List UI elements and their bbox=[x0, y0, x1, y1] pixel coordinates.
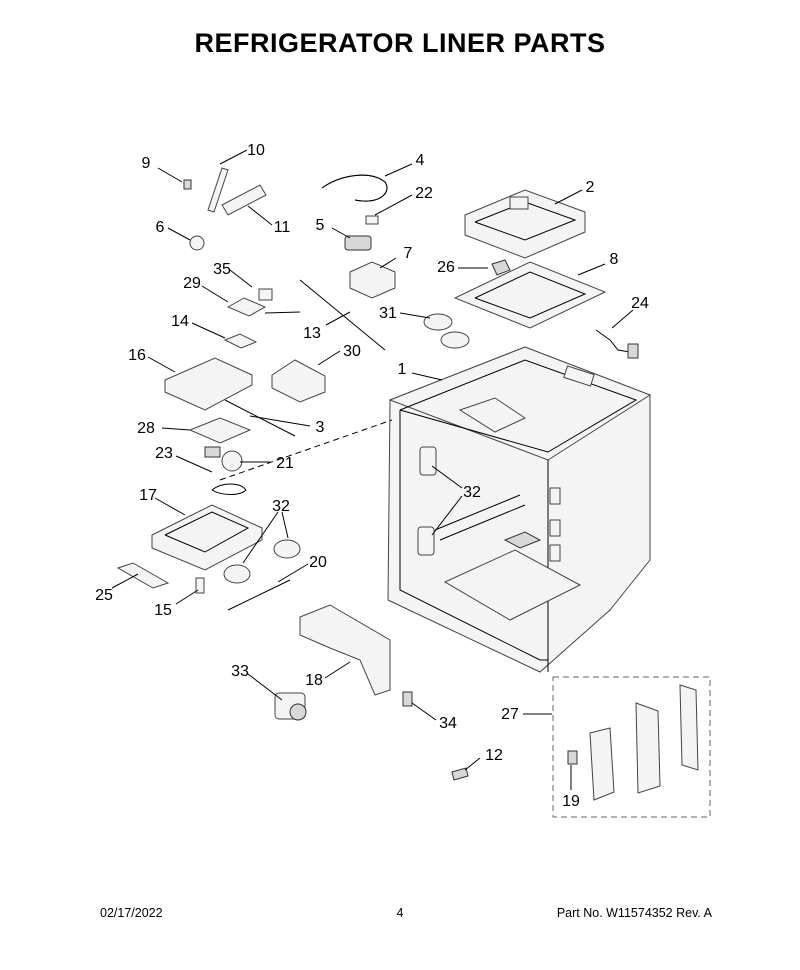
part-13-rod bbox=[299, 279, 386, 351]
callout-25: 25 bbox=[95, 587, 113, 604]
part-21-fan bbox=[204, 446, 243, 472]
callout-35: 35 bbox=[213, 261, 231, 278]
part-9-clip bbox=[183, 179, 192, 190]
callout-8: 8 bbox=[610, 251, 619, 268]
part-10-strip bbox=[207, 167, 229, 213]
callout-19: 19 bbox=[562, 793, 580, 810]
callout-10: 10 bbox=[247, 142, 265, 159]
part-27-kit bbox=[552, 676, 711, 818]
callout-numbers: 1 2 3 4 5 6 7 8 9 10 11 12 13 14 15 16 1… bbox=[95, 142, 649, 810]
part-15-screw bbox=[195, 577, 205, 594]
page-title: REFRIGERATOR LINER PARTS bbox=[194, 28, 606, 58]
callout-22: 22 bbox=[415, 185, 433, 202]
part-20-harness bbox=[227, 579, 291, 611]
part-8-panel bbox=[453, 261, 607, 329]
callout-2: 2 bbox=[586, 179, 595, 196]
part-34-part bbox=[402, 691, 413, 707]
part-32-liner-lamps bbox=[417, 446, 437, 556]
callout-29: 29 bbox=[183, 275, 201, 292]
callout-3: 3 bbox=[316, 419, 325, 436]
callout-17: 17 bbox=[139, 487, 157, 504]
part-6-fitting bbox=[189, 235, 205, 251]
part-18-bracket bbox=[299, 604, 391, 696]
callout-27: 27 bbox=[501, 706, 519, 723]
callout-4: 4 bbox=[416, 152, 425, 169]
callout-32-liner: 32 bbox=[463, 484, 481, 501]
part-31-modules bbox=[423, 313, 470, 349]
part-4-hose bbox=[321, 174, 388, 202]
footer-date: 02/17/2022 bbox=[100, 906, 163, 920]
part-35-gasket bbox=[258, 288, 273, 301]
part-22-clip bbox=[365, 215, 379, 225]
part-17-housing bbox=[151, 504, 263, 571]
callout-14: 14 bbox=[171, 313, 189, 330]
callout-28: 28 bbox=[137, 420, 155, 437]
callout-18: 18 bbox=[305, 672, 323, 689]
part-25-bracket bbox=[116, 562, 170, 589]
callout-23: 23 bbox=[155, 445, 173, 462]
callout-30: 30 bbox=[343, 343, 361, 360]
part-32-lower-lamps bbox=[223, 539, 301, 584]
footer-page-number: 4 bbox=[396, 906, 404, 920]
callout-5: 5 bbox=[316, 217, 325, 234]
part-1-liner bbox=[387, 346, 652, 673]
part-14-plate bbox=[223, 333, 258, 349]
part-23-gasket bbox=[211, 483, 247, 495]
callout-16: 16 bbox=[128, 347, 146, 364]
callout-9: 9 bbox=[142, 155, 151, 172]
callout-15: 15 bbox=[154, 602, 172, 619]
footer-part-number: Part No. W11574352 Rev. A bbox=[556, 906, 712, 920]
callout-32-lower: 32 bbox=[272, 498, 290, 515]
callout-6: 6 bbox=[156, 219, 165, 236]
callout-12: 12 bbox=[485, 747, 503, 764]
callout-1: 1 bbox=[398, 361, 407, 378]
callout-24: 24 bbox=[631, 295, 649, 312]
part-26-clip bbox=[491, 259, 511, 276]
part-24-harness bbox=[595, 329, 639, 359]
callout-33: 33 bbox=[231, 663, 249, 680]
part-29-gasket bbox=[226, 297, 301, 317]
callout-7: 7 bbox=[404, 245, 413, 262]
part-7-box bbox=[349, 261, 396, 299]
callout-31: 31 bbox=[379, 305, 397, 322]
leader-lines bbox=[111, 149, 634, 790]
callout-26: 26 bbox=[437, 259, 455, 276]
part-5-valve bbox=[344, 235, 372, 251]
callout-21: 21 bbox=[276, 455, 294, 472]
callout-11: 11 bbox=[274, 219, 291, 236]
callout-34: 34 bbox=[439, 715, 457, 732]
part-12-part bbox=[451, 767, 469, 781]
part-11-filter bbox=[221, 184, 267, 216]
part-2-housing bbox=[464, 189, 586, 259]
callout-13: 13 bbox=[303, 325, 321, 342]
part-30-cover bbox=[271, 359, 326, 403]
part-33-motor bbox=[274, 692, 307, 721]
part-28-board bbox=[188, 417, 252, 444]
callout-20: 20 bbox=[309, 554, 327, 571]
